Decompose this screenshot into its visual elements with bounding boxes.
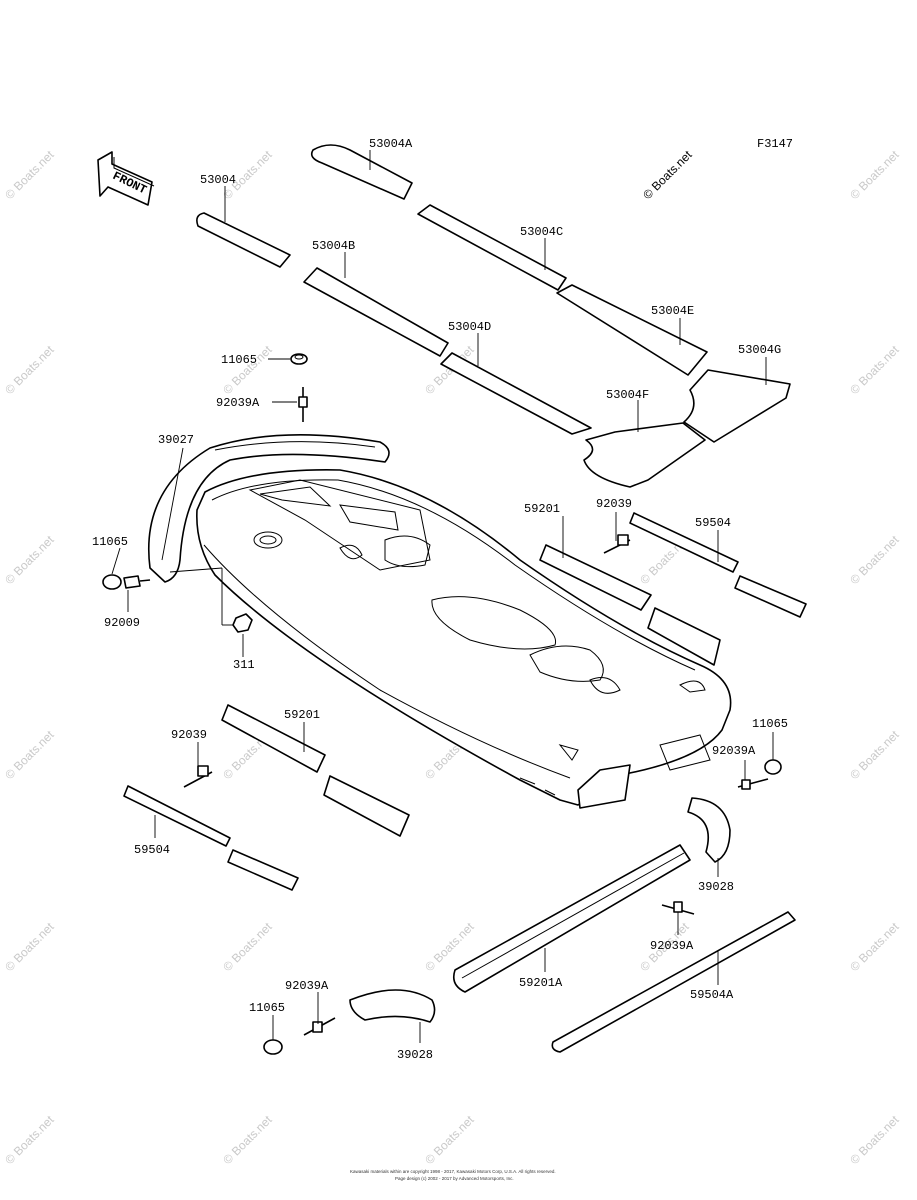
watermark: © Boats.net — [422, 1112, 477, 1167]
bumper-39028-right — [687, 797, 731, 877]
label-59201-right: 59201 — [524, 502, 560, 516]
copyright-mark: © Boats.net — [640, 147, 695, 202]
rail-59504-right — [629, 512, 807, 618]
label-53004F: 53004F — [606, 388, 649, 402]
label-59504-left: 59504 — [134, 843, 170, 857]
rivet-92039A-top — [272, 387, 308, 422]
rail-59201-left — [221, 704, 410, 837]
label-11065-bottom: 11065 — [249, 1001, 285, 1015]
figure-code: F3147 — [757, 137, 793, 151]
label-11065-right: 11065 — [752, 717, 788, 731]
label-53004D: 53004D — [448, 320, 491, 334]
label-53004E: 53004E — [651, 304, 694, 318]
mat-53004 — [196, 186, 291, 268]
label-59201A: 59201A — [519, 976, 563, 990]
label-59504-right: 59504 — [695, 516, 731, 530]
label-92039A-right: 92039A — [712, 744, 756, 758]
rivet-92039-right — [603, 512, 631, 554]
nut-311 — [232, 613, 253, 657]
watermark: © Boats.net — [2, 919, 57, 974]
mat-53004F — [583, 400, 706, 488]
label-92009: 92009 — [104, 616, 140, 630]
mat-53004D — [440, 333, 592, 435]
label-92039-left: 92039 — [171, 728, 207, 742]
rivet-92039A-right — [737, 760, 769, 790]
label-92039A-top: 92039A — [216, 396, 260, 410]
mat-53004E — [556, 284, 708, 376]
watermark: © Boats.net — [2, 727, 57, 782]
label-53004A: 53004A — [369, 137, 413, 151]
bumper-39028-bottom — [349, 989, 436, 1043]
watermark: © Boats.net — [2, 532, 57, 587]
rail-59504A — [551, 911, 796, 1053]
label-59201-left: 59201 — [284, 708, 320, 722]
rivet-92039A-bottom — [303, 992, 336, 1036]
hull-deck — [196, 469, 732, 809]
label-53004B: 53004B — [312, 239, 355, 253]
rail-59201-right — [539, 516, 721, 666]
label-39027: 39027 — [158, 433, 194, 447]
label-311: 311 — [233, 658, 255, 672]
label-11065-left: 11065 — [92, 535, 128, 549]
watermark: © Boats.net — [847, 147, 902, 202]
screw-92009 — [123, 575, 151, 612]
cap-11065-bottom — [263, 1015, 283, 1055]
footer-design: Page design (c) 2002 - 2017 by Advanced … — [395, 1176, 514, 1181]
watermark: © Boats.net — [847, 727, 902, 782]
rivet-92039-left — [183, 742, 213, 788]
label-39028-right: 39028 — [698, 880, 734, 894]
watermark: © Boats.net — [847, 1112, 902, 1167]
label-53004C: 53004C — [520, 225, 563, 239]
cap-11065-right — [764, 732, 782, 775]
mat-53004A — [310, 144, 413, 200]
watermark: © Boats.net — [847, 342, 902, 397]
mat-53004G — [683, 357, 791, 443]
label-53004G: 53004G — [738, 343, 781, 357]
cap-11065-left — [102, 547, 122, 590]
label-11065-top: 11065 — [221, 353, 257, 367]
mat-53004C — [417, 204, 567, 291]
label-53004: 53004 — [200, 173, 236, 187]
rivet-92039A-mid — [661, 901, 695, 935]
watermark: © Boats.net — [847, 919, 902, 974]
label-92039A-mid: 92039A — [650, 939, 694, 953]
watermark: © Boats.net — [220, 919, 275, 974]
grommet-11065-top — [268, 353, 308, 365]
front-arrow-icon: FRONT — [97, 151, 155, 206]
rail-59504-left — [123, 785, 299, 891]
part-labels: 53004A 53004 53004C 53004B 53004E 53004D… — [92, 137, 788, 1062]
footer-copyright: Kawasaki materials within are copyright … — [350, 1169, 556, 1174]
watermark: © Boats.net — [2, 147, 57, 202]
label-39028-bottom: 39028 — [397, 1048, 433, 1062]
watermark: © Boats.net — [2, 342, 57, 397]
watermark: © Boats.net — [847, 532, 902, 587]
label-92039A-bottom: 92039A — [285, 979, 329, 993]
watermark: © Boats.net — [220, 1112, 275, 1167]
rail-59201A — [452, 844, 691, 993]
label-92039-right: 92039 — [596, 497, 632, 511]
mat-53004B — [303, 252, 449, 357]
label-59504A: 59504A — [690, 988, 734, 1002]
watermark: © Boats.net — [2, 1112, 57, 1167]
watermark: © Boats.net — [220, 342, 275, 397]
bumper-39027 — [148, 433, 390, 583]
